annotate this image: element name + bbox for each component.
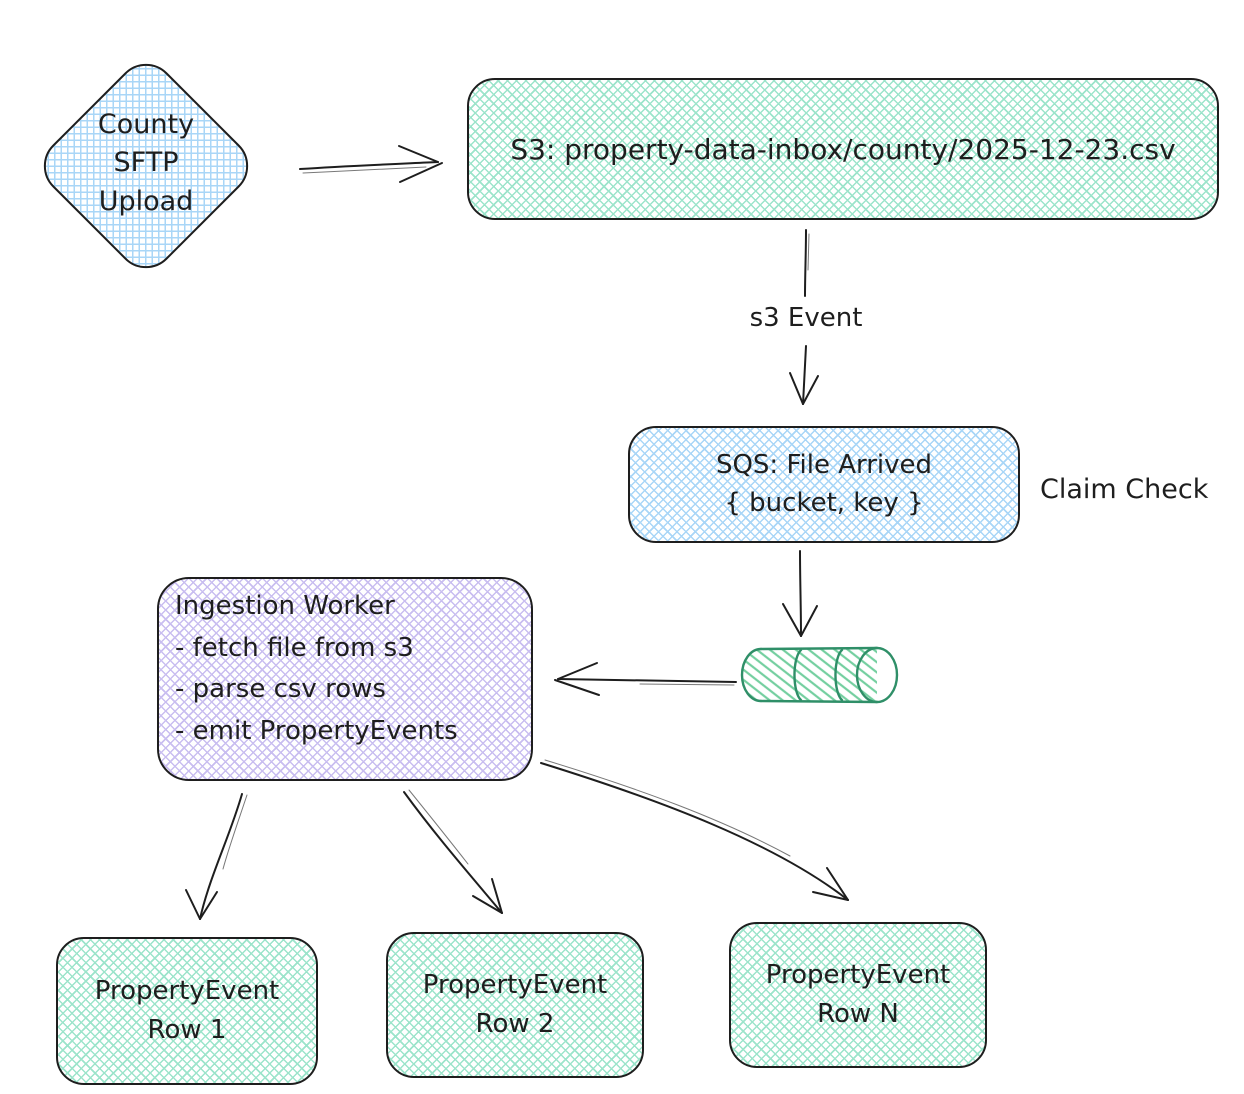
county-line: County (97, 109, 195, 140)
sqs-label-line1: SQS: File Arrived (715, 449, 933, 480)
sqs-label-line2: { bucket, key } (724, 487, 924, 518)
s3-event-label: s3 Event (749, 303, 863, 333)
node-sqs-file-arrived: SQS: File Arrived { bucket, key } (628, 426, 1020, 543)
property-event-label: PropertyEvent (765, 960, 951, 990)
node-s3-object: S3: property-data-inbox/county/2025-12-2… (467, 78, 1219, 220)
node-property-event-row-n: PropertyEvent Row N (729, 922, 987, 1068)
queue-cylinder-icon (740, 646, 899, 704)
row-2-label: Row 2 (475, 1009, 555, 1039)
sftp-line: SFTP (113, 147, 179, 179)
property-event-label: PropertyEvent (94, 976, 280, 1006)
node-property-event-row-1: PropertyEvent Row 1 (56, 937, 318, 1085)
property-event-label: PropertyEvent (422, 970, 608, 1000)
arrow-worker-to-row-1 (185, 793, 248, 920)
arrow-sftp-to-s3 (299, 145, 443, 183)
arrow-queue-to-worker (554, 662, 737, 696)
node-ingestion-worker: Ingestion Worker - fetch file from s3 - … (157, 577, 533, 781)
upload-line: Upload (98, 185, 194, 217)
row-1-label: Row 1 (147, 1015, 227, 1045)
ingestion-worker-title: Ingestion Worker (175, 591, 395, 621)
ingestion-worker-item: - fetch file from s3 (175, 632, 414, 663)
arrow-sqs-to-queue (782, 550, 818, 637)
arrow-worker-to-row-n (540, 759, 849, 901)
node-property-event-row-2: PropertyEvent Row 2 (386, 932, 644, 1078)
arrow-worker-to-row-2 (403, 789, 503, 914)
ingestion-worker-item: - parse csv rows (175, 674, 386, 705)
county-sftp-upload-label: County SFTP Upload (46, 106, 246, 221)
ingestion-worker-item: - emit PropertyEvents (175, 715, 458, 746)
s3-object-label: S3: property-data-inbox/county/2025-12-2… (510, 132, 1176, 166)
claim-check-label: Claim Check (1040, 474, 1209, 505)
row-n-label: Row N (817, 999, 899, 1029)
